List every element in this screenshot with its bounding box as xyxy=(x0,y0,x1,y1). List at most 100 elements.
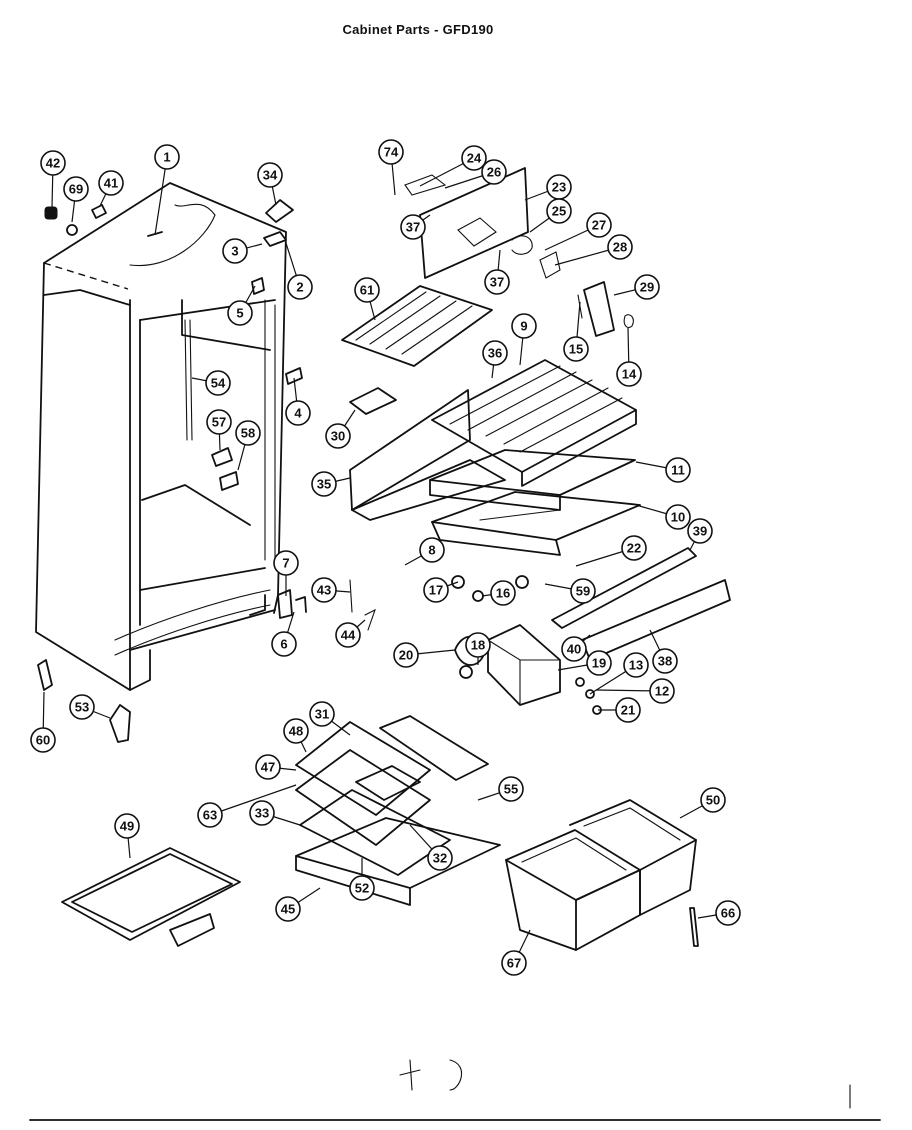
callout-label: 1 xyxy=(163,150,170,165)
control-and-cover-panel xyxy=(349,387,506,521)
callout-label: 53 xyxy=(75,700,89,715)
callout-label: 49 xyxy=(120,819,134,834)
callout-45: 45 xyxy=(275,896,301,922)
callout-label: 6 xyxy=(280,637,287,652)
callout-43: 43 xyxy=(311,577,337,603)
callout-circle xyxy=(257,162,283,188)
callout-52: 52 xyxy=(349,875,375,901)
callout-30: 30 xyxy=(325,423,351,449)
callout-label: 45 xyxy=(281,902,295,917)
callout-50: 50 xyxy=(700,787,726,813)
callout-label: 54 xyxy=(211,376,226,391)
callout-label: 35 xyxy=(317,477,331,492)
callout-circle xyxy=(649,678,675,704)
callout-74: 74 xyxy=(378,139,404,165)
callout-label: 3 xyxy=(231,244,238,259)
callout-38: 38 xyxy=(652,648,678,674)
callout-28: 28 xyxy=(607,234,633,260)
callout-label: 37 xyxy=(490,275,504,290)
callout-circle xyxy=(607,234,633,260)
callout-label: 41 xyxy=(104,176,118,191)
callout-15: 15 xyxy=(563,336,589,362)
callout-37: 37 xyxy=(400,214,426,240)
callout-label: 39 xyxy=(693,524,707,539)
callout-circle xyxy=(615,697,641,723)
callout-circle xyxy=(563,336,589,362)
callout-label: 2 xyxy=(296,280,303,295)
callout-34: 34 xyxy=(257,162,283,188)
callout-label: 55 xyxy=(504,782,518,797)
callout-47: 47 xyxy=(255,754,281,780)
callout-59: 59 xyxy=(570,578,596,604)
callout-label: 21 xyxy=(621,703,635,718)
callout-label: 26 xyxy=(487,165,501,180)
callout-label: 9 xyxy=(520,319,527,334)
callout-48: 48 xyxy=(283,718,309,744)
callout-circle xyxy=(63,176,89,202)
callout-circle xyxy=(484,269,510,295)
drip-tray xyxy=(61,847,241,947)
callout-circle xyxy=(222,238,248,264)
callout-63: 63 xyxy=(197,802,223,828)
callout-circle xyxy=(40,150,66,176)
callout-label: 29 xyxy=(640,280,654,295)
callout-67: 67 xyxy=(501,950,527,976)
diagram-title: Cabinet Parts - GFD190 xyxy=(342,22,494,37)
callout-label: 12 xyxy=(655,684,669,699)
callout-circle xyxy=(335,622,361,648)
callout-25: 25 xyxy=(546,198,572,224)
callout-11: 11 xyxy=(665,457,691,483)
callout-circle xyxy=(205,370,231,396)
callout-label: 50 xyxy=(706,793,720,808)
callout-label: 74 xyxy=(384,145,399,160)
callout-circle xyxy=(715,900,741,926)
callout-label: 32 xyxy=(433,851,447,866)
callout-label: 8 xyxy=(428,543,435,558)
callout-circle xyxy=(354,277,380,303)
leader-lines xyxy=(42,151,729,964)
callout-53: 53 xyxy=(69,694,95,720)
callout-circle xyxy=(546,198,572,224)
callout-circle xyxy=(400,214,426,240)
callout-label: 69 xyxy=(69,182,83,197)
callout-circle xyxy=(271,631,297,657)
callout-35: 35 xyxy=(311,471,337,497)
callout-circle xyxy=(393,642,419,668)
callout-label: 31 xyxy=(315,707,329,722)
callout-circle xyxy=(30,727,56,753)
crisper-drawers xyxy=(505,799,699,951)
callout-label: 52 xyxy=(355,881,369,896)
callout-label: 25 xyxy=(552,204,566,219)
callout-label: 17 xyxy=(429,583,443,598)
callout-24: 24 xyxy=(461,145,487,171)
callout-circle xyxy=(273,550,299,576)
callout-49: 49 xyxy=(114,813,140,839)
callout-7: 7 xyxy=(273,550,299,576)
callout-33: 33 xyxy=(249,800,275,826)
callout-circle xyxy=(98,170,124,196)
callout-circle xyxy=(249,800,275,826)
callout-circle xyxy=(206,409,232,435)
callout-4: 4 xyxy=(285,400,311,426)
callout-circle xyxy=(311,471,337,497)
callout-label: 47 xyxy=(261,760,275,775)
callout-circle xyxy=(586,650,612,676)
callout-label: 37 xyxy=(406,220,420,235)
callout-label: 14 xyxy=(622,367,637,382)
callout-circle xyxy=(498,776,524,802)
callout-label: 38 xyxy=(658,654,672,669)
callout-label: 63 xyxy=(203,808,217,823)
callout-label: 19 xyxy=(592,656,606,671)
meat-pan-assembly xyxy=(429,449,641,556)
callout-23: 23 xyxy=(546,174,572,200)
callout-circle xyxy=(665,504,691,530)
callout-circle xyxy=(700,787,726,813)
callout-label: 7 xyxy=(282,556,289,571)
callout-42: 42 xyxy=(40,150,66,176)
callout-61: 61 xyxy=(354,277,380,303)
callout-8: 8 xyxy=(419,537,445,563)
callout-label: 16 xyxy=(496,586,510,601)
callout-circle xyxy=(114,813,140,839)
callout-circle xyxy=(616,361,642,387)
callout-29: 29 xyxy=(634,274,660,300)
